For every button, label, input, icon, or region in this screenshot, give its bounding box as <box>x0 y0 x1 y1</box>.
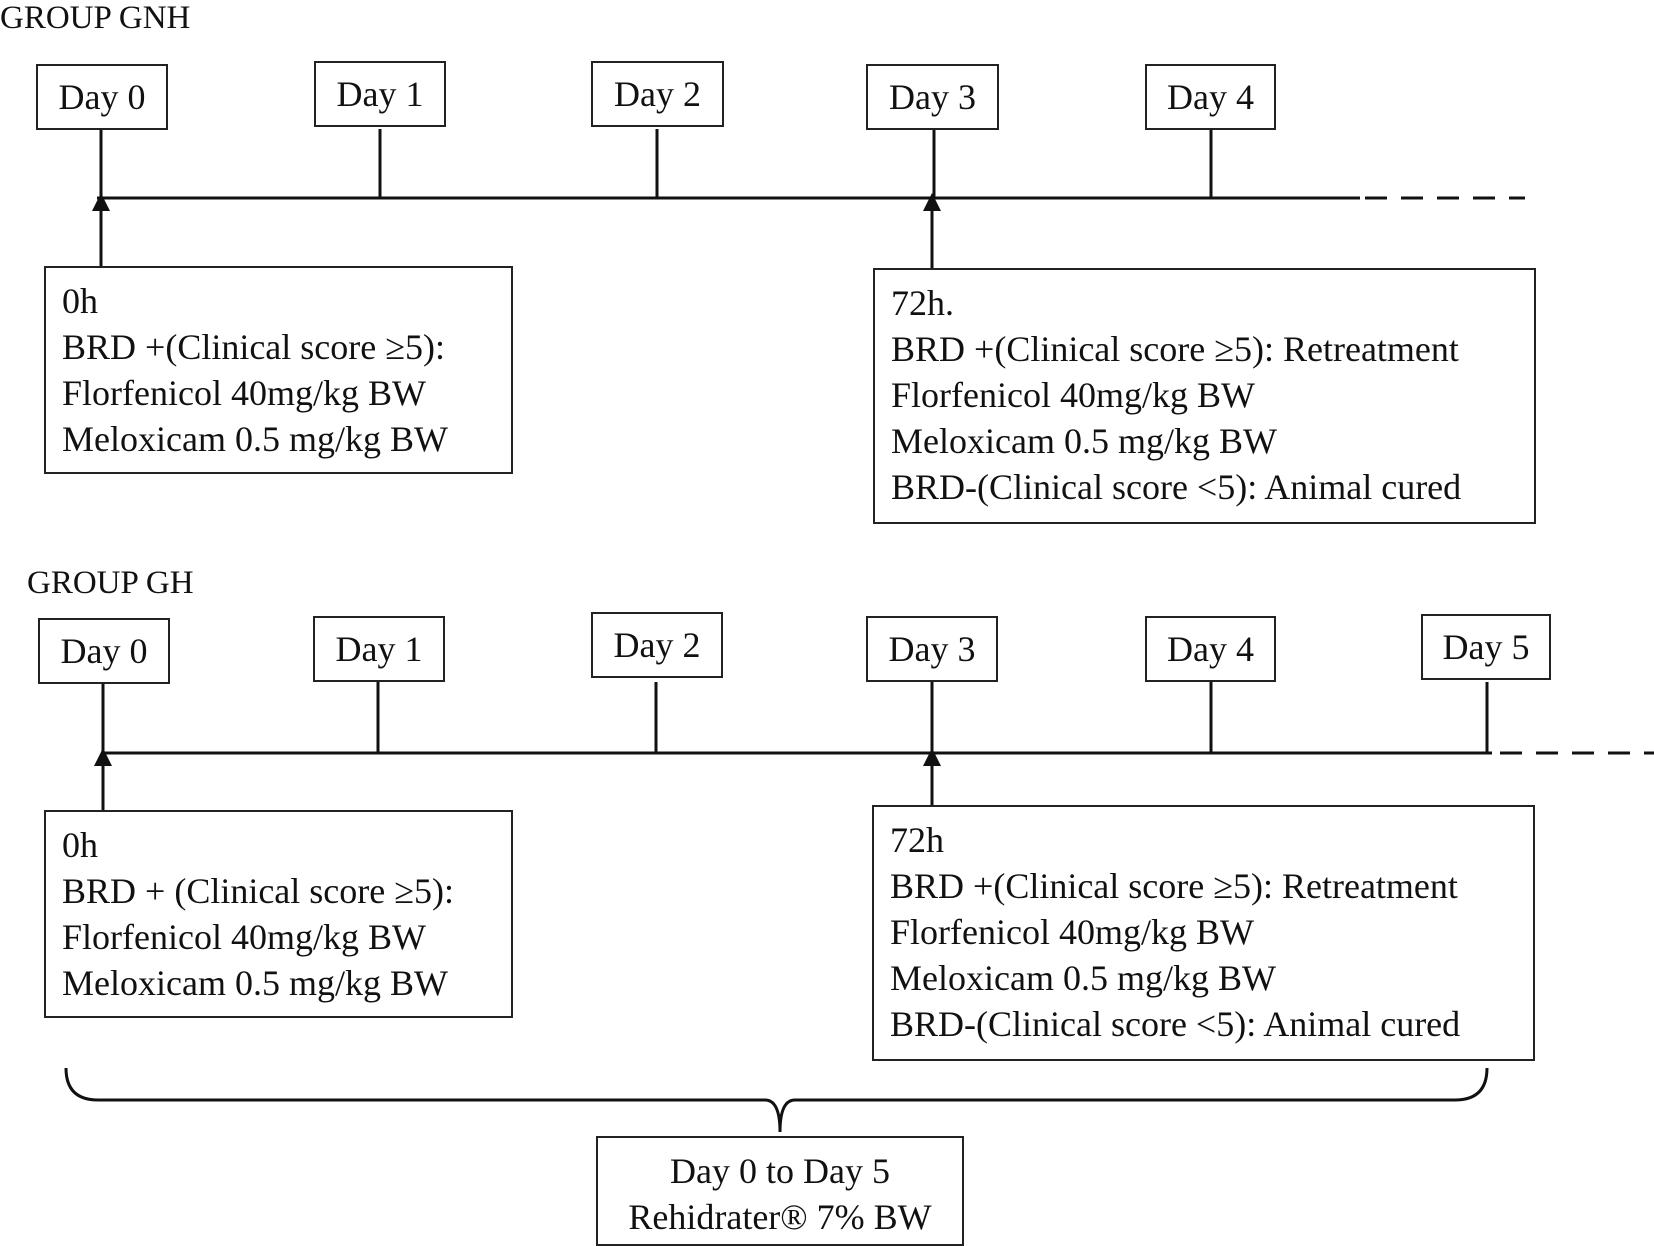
gnh-72h-line-1: BRD +(Clinical score ≥5): Retreatment <box>891 329 1459 369</box>
gh-0h-line-2: Florfenicol 40mg/kg BW <box>62 917 426 957</box>
gnh-0h-box: 0h BRD +(Clinical score ≥5): Florfenicol… <box>44 266 513 474</box>
gnh-day0-box: Day 0 <box>36 64 168 130</box>
gh-0h-title: 0h <box>62 825 98 865</box>
gnh-0h-line-3: Meloxicam 0.5 mg/kg BW <box>62 419 448 459</box>
gnh-0h-line-2: Florfenicol 40mg/kg BW <box>62 373 426 413</box>
gh-0h-line-1: BRD + (Clinical score ≥5): <box>62 871 454 911</box>
gh-day5-box: Day 5 <box>1421 614 1551 680</box>
gh-72h-line-1: BRD +(Clinical score ≥5): Retreatment <box>890 866 1458 906</box>
rehydration-line-2: Rehidrater® 7% BW <box>628 1197 932 1237</box>
gnh-day2-box: Day 2 <box>591 61 724 127</box>
gh-day4-box: Day 4 <box>1145 616 1276 682</box>
gh-0h-line-3: Meloxicam 0.5 mg/kg BW <box>62 963 448 1003</box>
gh-day2-box: Day 2 <box>591 612 723 678</box>
gnh-72h-line-2: Florfenicol 40mg/kg BW <box>891 375 1255 415</box>
group-gh-label: GROUP GH <box>27 565 194 601</box>
gnh-0h-line-1: BRD +(Clinical score ≥5): <box>62 327 445 367</box>
rehydration-line-1: Day 0 to Day 5 <box>670 1151 890 1191</box>
gnh-0h-title: 0h <box>62 281 98 321</box>
gnh-72h-line-4: BRD-(Clinical score <5): Animal cured <box>891 467 1462 507</box>
gh-72h-line-3: Meloxicam 0.5 mg/kg BW <box>890 958 1276 998</box>
gnh-72h-title: 72h. <box>891 283 954 323</box>
group-gnh-label: GROUP GNH <box>0 0 191 36</box>
gh-day0-box: Day 0 <box>38 618 170 684</box>
gnh-day3-box: Day 3 <box>866 64 999 130</box>
rehydration-box: Day 0 to Day 5 Rehidrater® 7% BW <box>596 1136 964 1246</box>
gnh-72h-line-3: Meloxicam 0.5 mg/kg BW <box>891 421 1277 461</box>
rehydration-brace <box>64 1067 1489 1133</box>
gh-72h-box: 72h BRD +(Clinical score ≥5): Retreatmen… <box>872 805 1535 1061</box>
gnh-72h-box: 72h. BRD +(Clinical score ≥5): Retreatme… <box>873 268 1536 524</box>
gnh-day1-box: Day 1 <box>314 61 446 127</box>
gh-day3-box: Day 3 <box>866 616 998 682</box>
gh-0h-box: 0h BRD + (Clinical score ≥5): Florfenico… <box>44 810 513 1018</box>
gnh-day4-box: Day 4 <box>1145 64 1276 130</box>
gh-72h-title: 72h <box>890 820 944 860</box>
gh-72h-line-2: Florfenicol 40mg/kg BW <box>890 912 1254 952</box>
gh-day1-box: Day 1 <box>313 616 445 682</box>
gh-72h-line-4: BRD-(Clinical score <5): Animal cured <box>890 1004 1461 1044</box>
